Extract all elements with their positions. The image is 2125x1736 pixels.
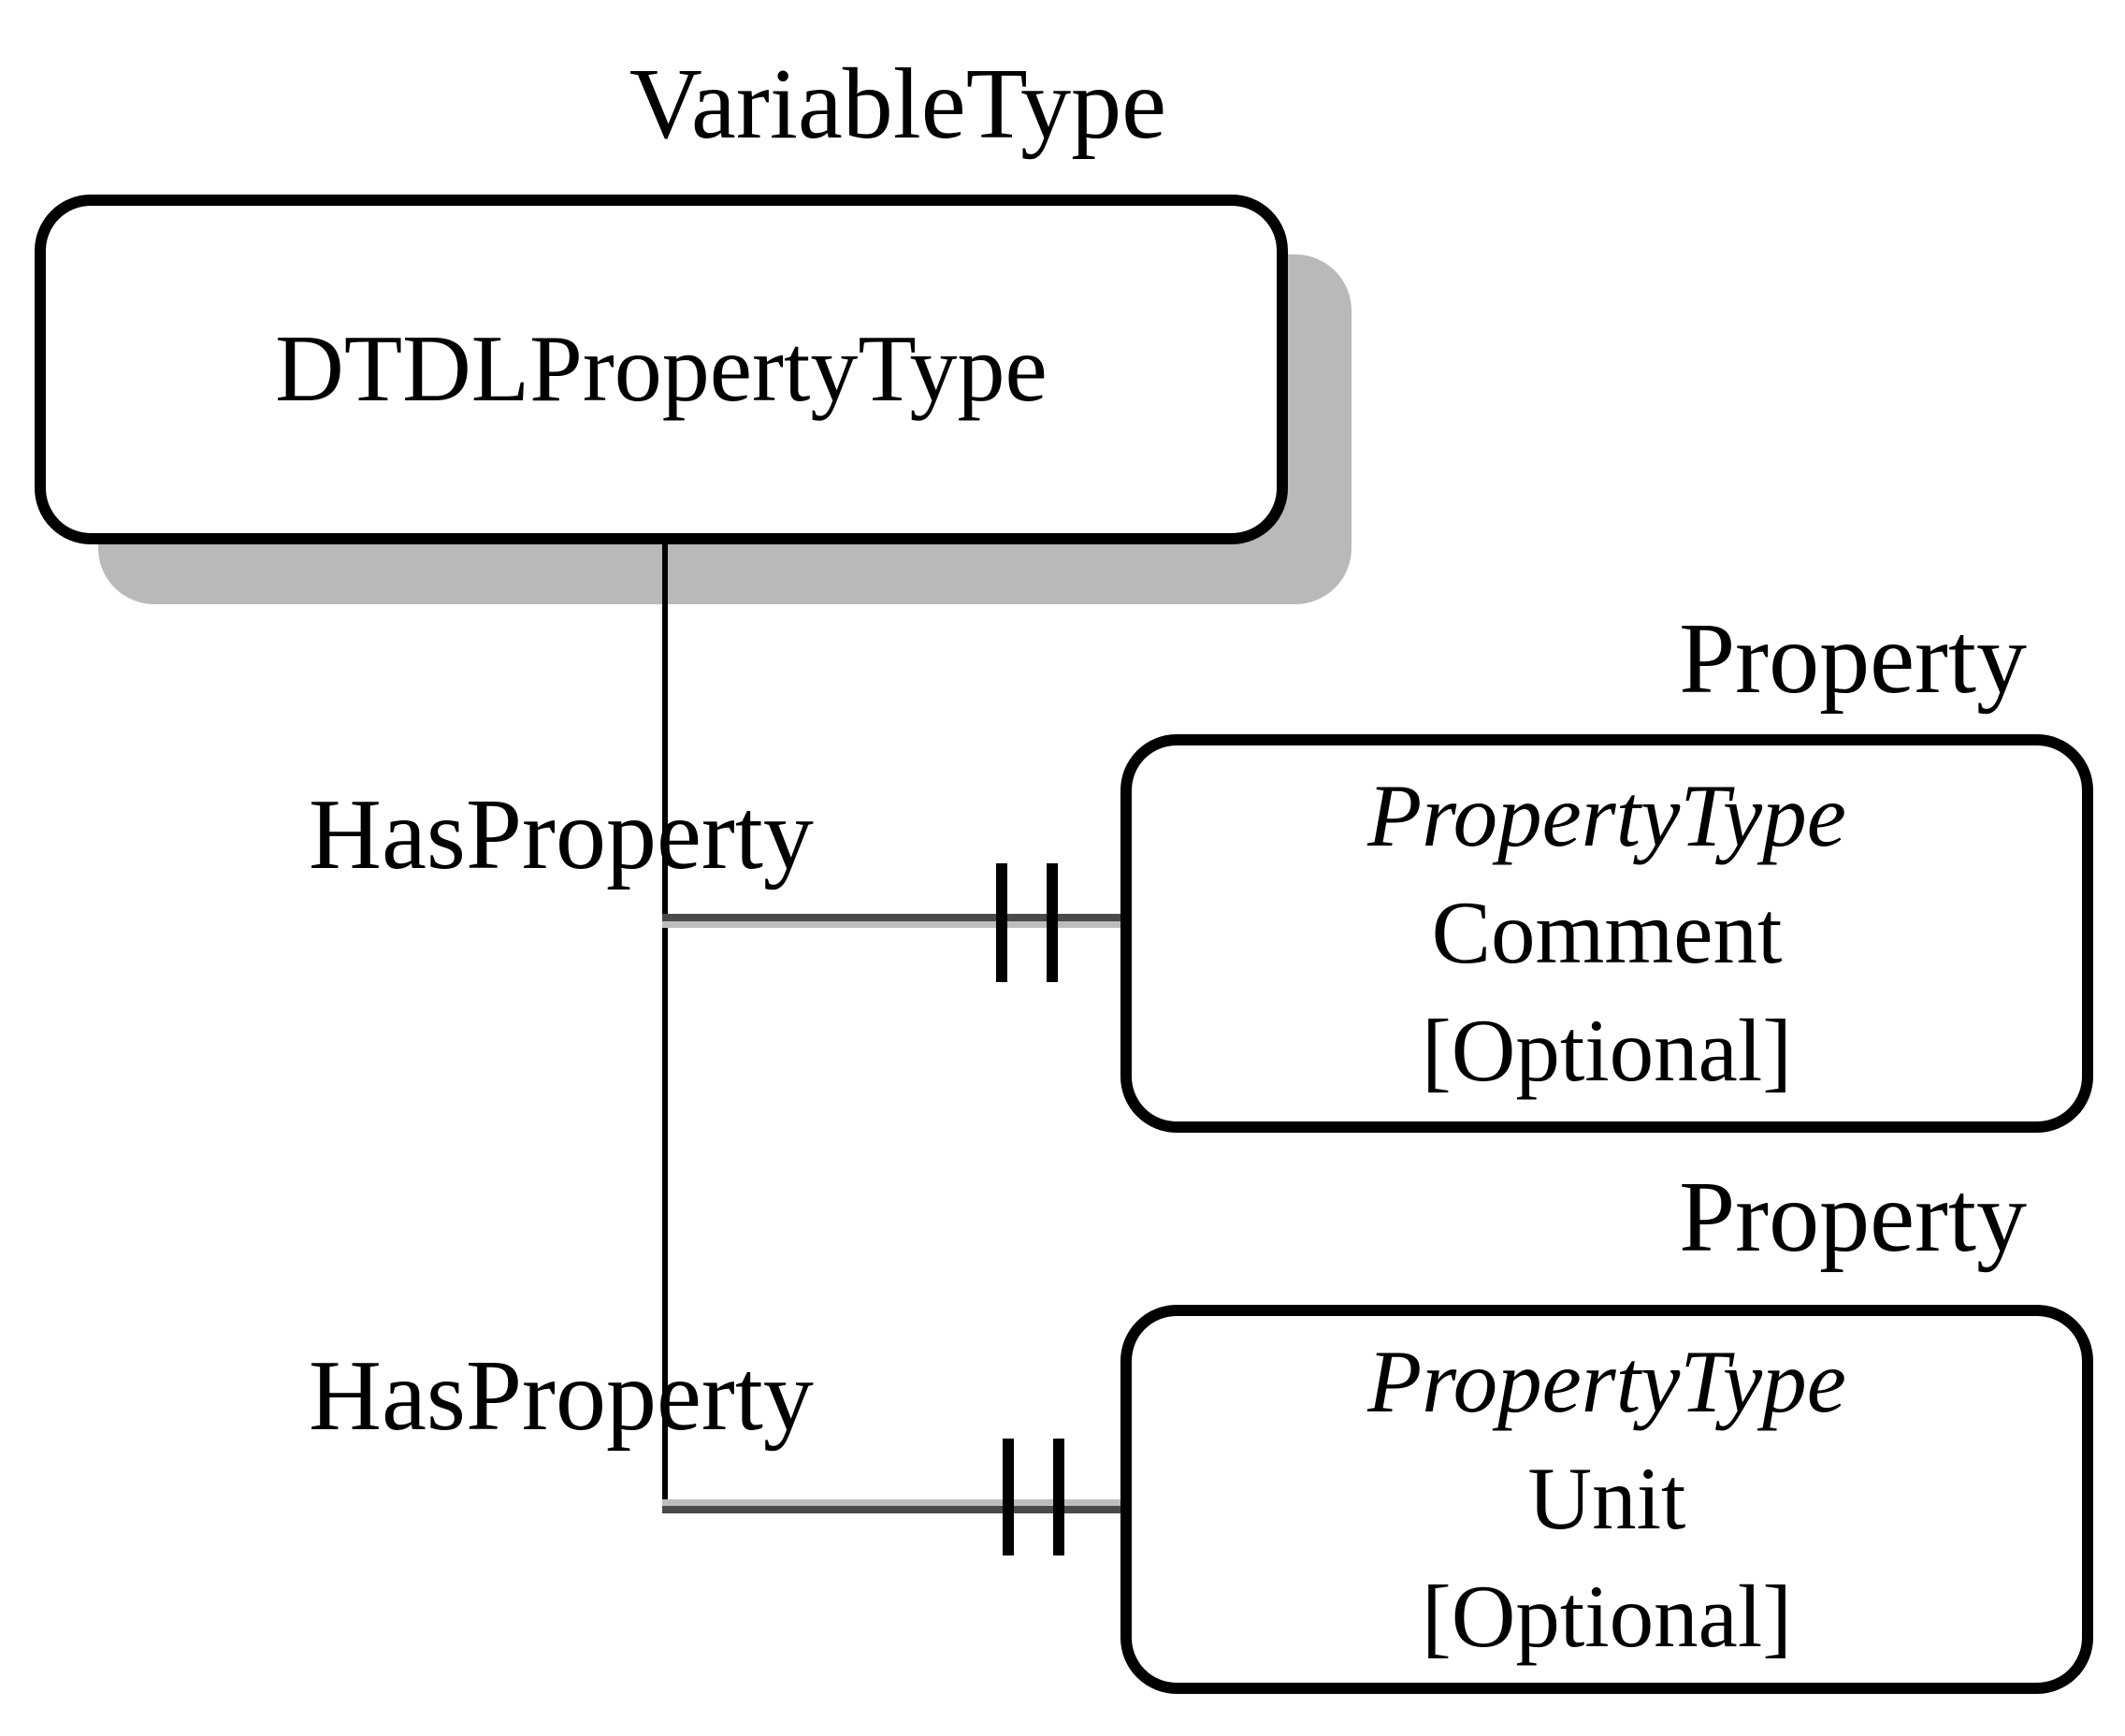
connector-2-light-stripe <box>662 1499 1127 1506</box>
cardinality-tick-1a <box>996 863 1007 982</box>
unit-property-node: PropertyType Unit [Optional] <box>1120 1305 2093 1694</box>
unit-node-browse-name: Unit <box>1527 1449 1686 1549</box>
tree-trunk-line <box>662 537 668 1513</box>
connector-1-dark-stripe <box>662 914 1127 921</box>
variabletype-label: VariableType <box>629 49 1167 160</box>
unit-node-type-name: PropertyType <box>1367 1331 1846 1431</box>
cardinality-tick-1b <box>1047 863 1058 982</box>
dtdlpropertytype-node: DTDLPropertyType <box>35 195 1288 544</box>
hasproperty-connector-1 <box>662 914 1127 928</box>
property-stereotype-label-2: Property <box>1679 1162 2027 1273</box>
comment-node-modelling-rule: [Optional] <box>1422 1000 1792 1100</box>
connector-1-light-stripe <box>662 921 1127 928</box>
cardinality-tick-2a <box>1003 1439 1014 1555</box>
comment-node-type-name: PropertyType <box>1367 765 1846 865</box>
property-stereotype-label-1: Property <box>1679 603 2027 715</box>
dtdlpropertytype-node-name: DTDLPropertyType <box>275 316 1048 422</box>
hasproperty-label-2: HasProperty <box>309 1340 814 1452</box>
cardinality-tick-2b <box>1053 1439 1064 1555</box>
unit-node-modelling-rule: [Optional] <box>1422 1566 1792 1666</box>
comment-property-node: PropertyType Comment [Optional] <box>1120 734 2093 1133</box>
hasproperty-connector-2 <box>662 1499 1127 1513</box>
hasproperty-label-1: HasProperty <box>309 779 814 890</box>
comment-node-browse-name: Comment <box>1431 883 1783 983</box>
connector-2-dark-stripe <box>662 1506 1127 1513</box>
